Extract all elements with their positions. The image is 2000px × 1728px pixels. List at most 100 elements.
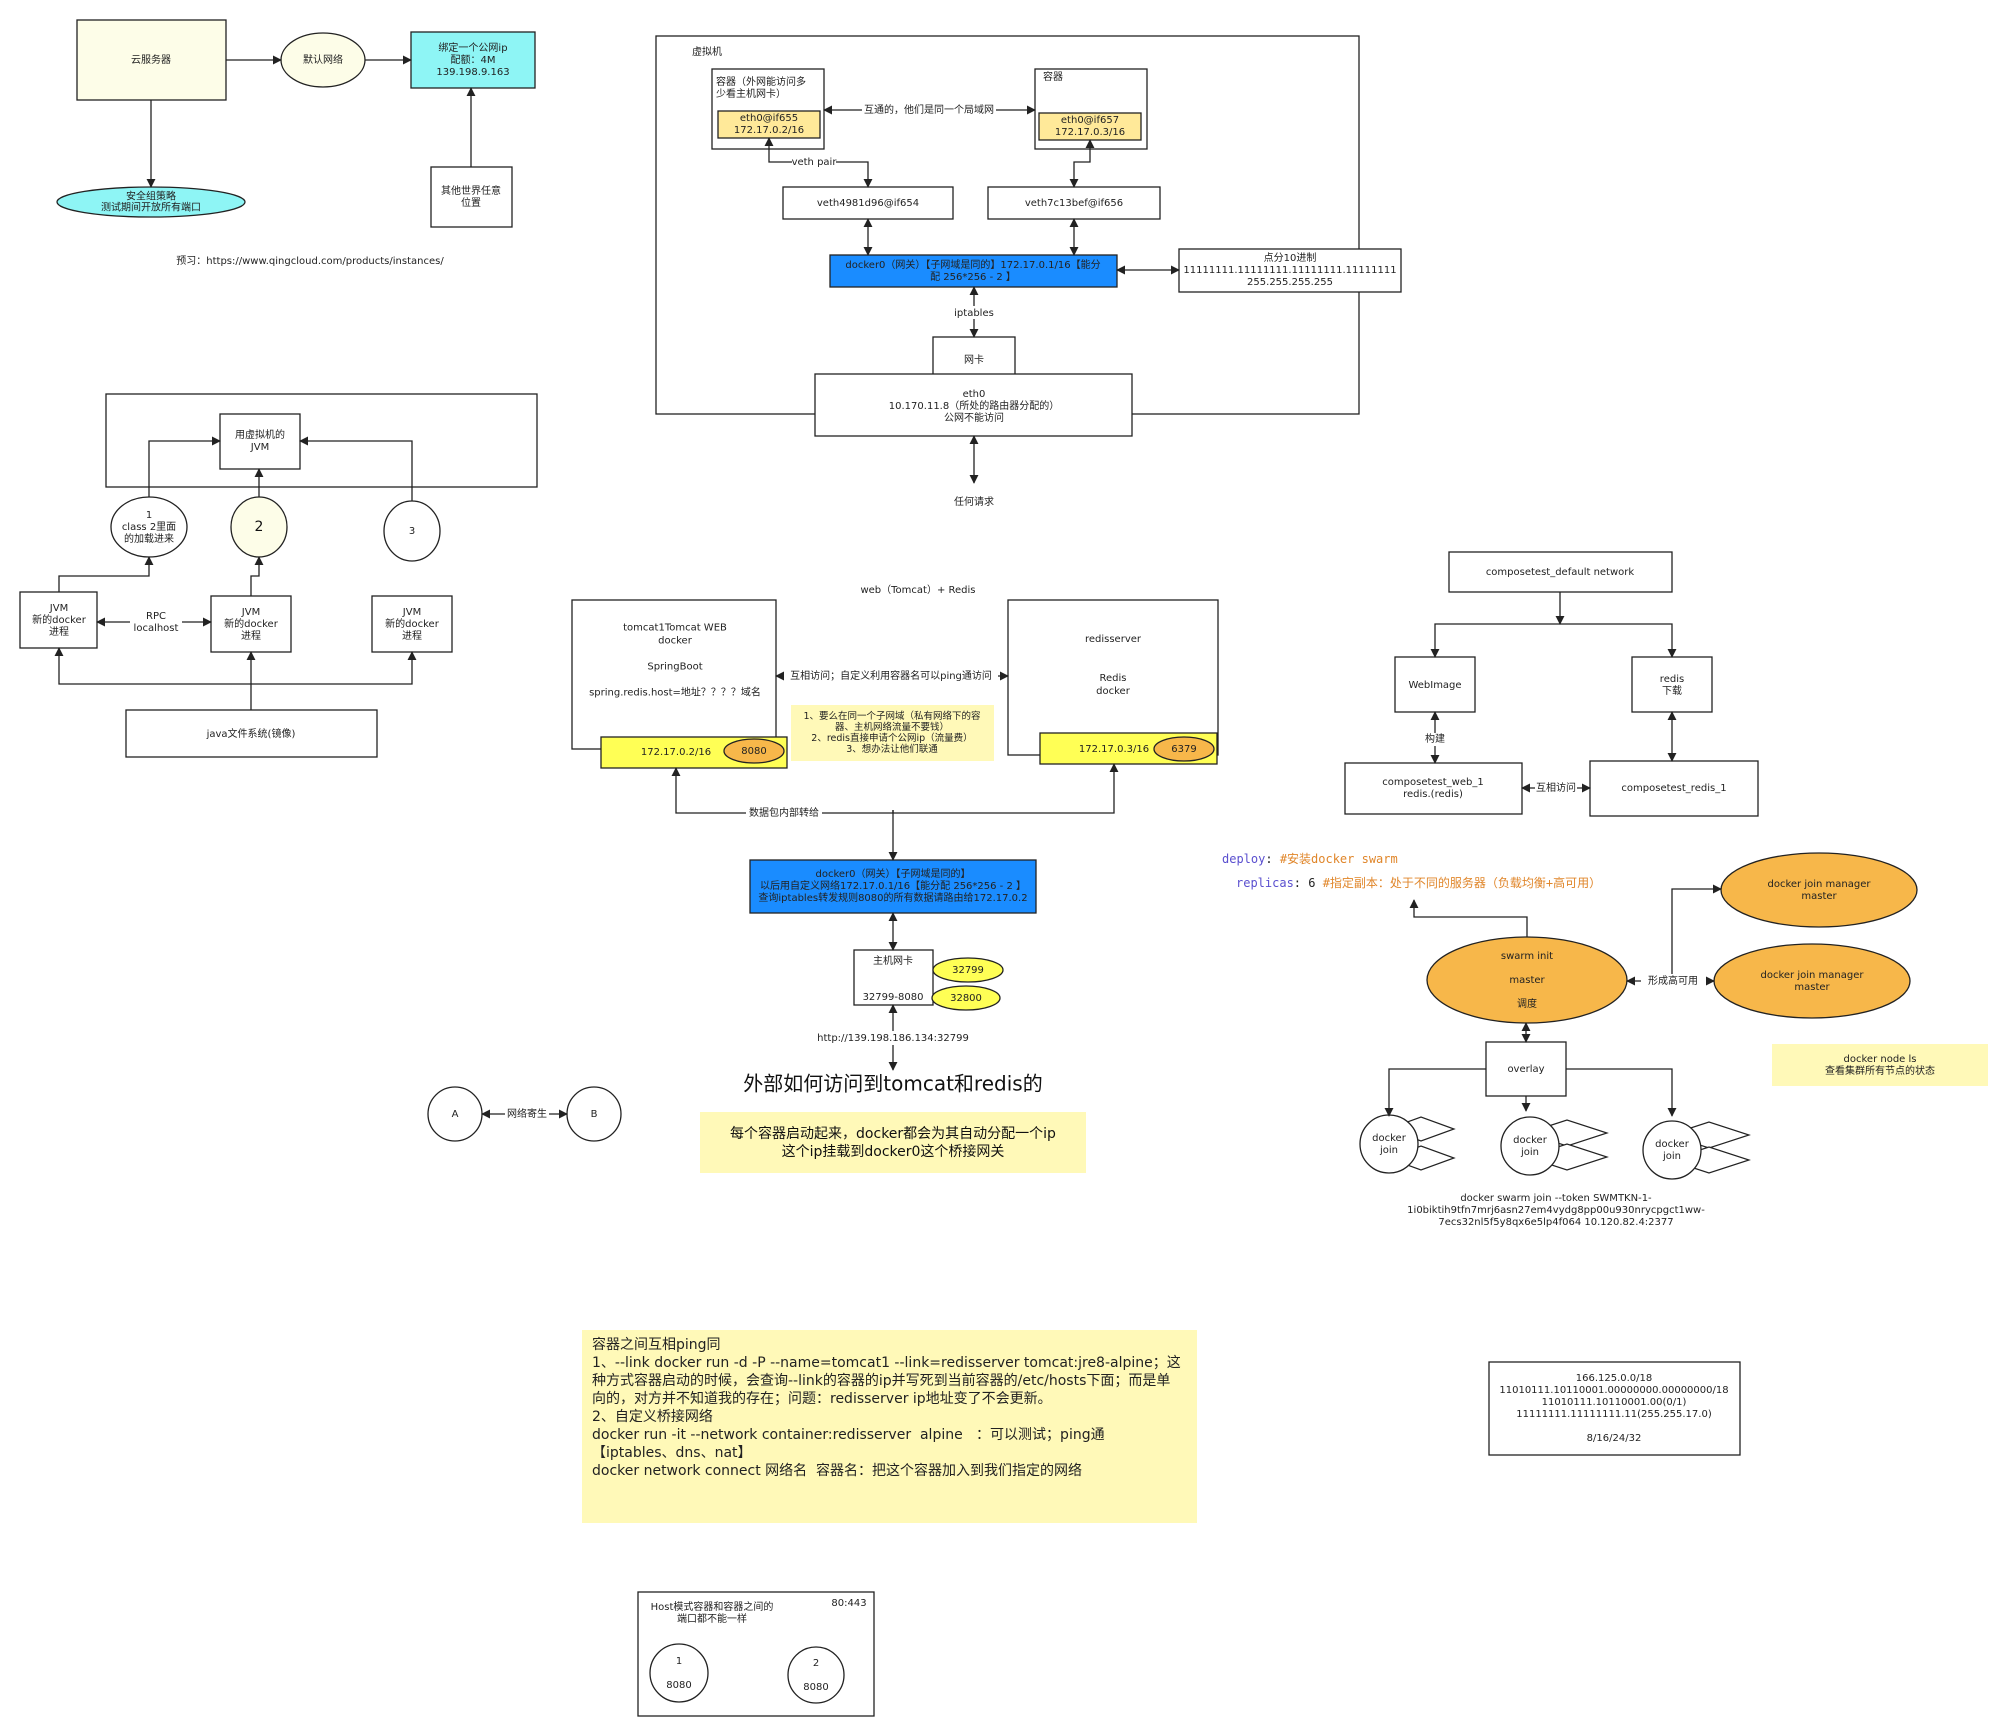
- jvm-left-label-line-0: JVM: [49, 603, 68, 614]
- manager1-label-line-1: master: [1801, 891, 1837, 902]
- port-right-label: 6379: [1171, 744, 1196, 755]
- port-left-label-line-0: 8080: [741, 746, 766, 757]
- eth-left-box: [717, 110, 821, 139]
- subnet-label-line-3: 11111111.11111111.11(255.255.17.0): [1516, 1409, 1712, 1420]
- join3-label-line-1: join: [1662, 1151, 1681, 1162]
- web1-label-line-0: composetest_web_1: [1382, 777, 1483, 788]
- tip-note-label-line-1: 器、主机网络流量不要钱）: [835, 721, 949, 733]
- jvm-right-label-line-1: 新的docker: [385, 617, 440, 630]
- ip-right-label-line-0: 172.17.0.3/16: [1079, 744, 1149, 755]
- question-label-line-0: 外部如何访问到tomcat和redis的: [743, 1072, 1042, 1096]
- subnet-label-line-5: 8/16/24/32: [1587, 1433, 1642, 1444]
- decimal-box: [1178, 248, 1402, 293]
- ping-note-line-5: 2、自定义桥接网络: [592, 1409, 713, 1425]
- docker0-web-label-line-2: 查询iptables转发规则8080的所有数据请路由给172.17.0.2: [758, 891, 1027, 904]
- host-nic-box: [853, 949, 934, 1006]
- host-mode-port: 80:443: [831, 1598, 866, 1609]
- veth-right-box: [987, 186, 1161, 220]
- join1-circle: [1359, 1114, 1419, 1174]
- mutual-web-bg: [784, 669, 998, 683]
- tomcat-label-line-0: tomcat1Tomcat WEB: [623, 623, 727, 634]
- overlay-box: [1485, 1041, 1567, 1097]
- java-fs-label-line-0: java文件系统(镜像): [206, 727, 296, 740]
- default-network-label: 默认网络: [303, 53, 343, 66]
- ab-label: 网络寄生: [507, 1107, 547, 1120]
- tomcat-label-line-1: docker: [658, 636, 693, 647]
- redis-label-line-0: redisserver: [1085, 634, 1142, 645]
- swarm-code-line-2: replicas: 6 #指定副本：处于不同的服务器（负载均衡+高可用）: [1236, 875, 1601, 890]
- ab-label-line-0: 网络寄生: [507, 1107, 547, 1120]
- manager2-ellipse: [1713, 943, 1911, 1019]
- join1-label-line-0: docker: [1372, 1133, 1407, 1144]
- swarm-token-label-line-0: docker swarm join --token SWMTKN-1-: [1460, 1193, 1652, 1204]
- veth-pair-label: veth pair: [792, 157, 838, 168]
- build-label-line-0: 构建: [1425, 732, 1445, 745]
- docker0-vm-box: [829, 254, 1118, 288]
- rpc-label-line-0: RPC: [146, 611, 166, 622]
- join2-label-line-1: join: [1520, 1147, 1539, 1158]
- subnet-label-line-1: 11010111.10110001.00000000.00000000/18: [1499, 1385, 1728, 1396]
- swarm-code-comment-1: #安装docker swarm: [1280, 851, 1398, 866]
- redis-box: [1007, 599, 1219, 756]
- iptables-label: iptables: [954, 308, 994, 319]
- ping-note-line-1: 1、--link docker run -d -P --name=tomcat1…: [592, 1355, 1181, 1371]
- docker0-web-label-line-1: 以后用自定义网络172.17.0.1/16【能分配 256*256 - 2 】: [760, 879, 1026, 892]
- web-title: web（Tomcat）+ Redis: [860, 584, 975, 596]
- eth-left-label-line-1: 172.17.0.2/16: [734, 125, 804, 136]
- docker0-web-box: [749, 859, 1037, 914]
- tip-note: [791, 705, 994, 761]
- tip-note-label: 1、要么在同一个子网域（私有网络下的容器、主机网络流量不要钱）2、redis直接…: [803, 710, 981, 755]
- container-right-label: 容器: [1043, 70, 1063, 83]
- subnet-label-line-0: 166.125.0.0/18: [1576, 1373, 1653, 1384]
- port-right-ellipse: [1153, 736, 1215, 762]
- ping-note-line-8: docker network connect 网络名 容器名：把这个容器加入到我…: [592, 1463, 1083, 1479]
- jvm-circle-3-label-line-0: 3: [409, 526, 415, 537]
- redis1-box: [1589, 760, 1759, 817]
- mutual-compose-bg: [1535, 781, 1577, 795]
- mutual-compose-label: 互相访问: [1536, 781, 1576, 794]
- eth-right-label-line-0: eth0@if657: [1061, 115, 1119, 126]
- question-label: 外部如何访问到tomcat和redis的: [743, 1072, 1042, 1096]
- iptables-bg: [950, 306, 998, 319]
- port-a-label-line-0: 32799: [952, 965, 984, 976]
- host-c1-label-line-1: 8080: [666, 1680, 691, 1691]
- host-mode-title-line-0: Host模式容器和容器之间的: [651, 1600, 774, 1613]
- join2-circle: [1500, 1116, 1560, 1176]
- jvm-circle-1-label-line-2: 的加载进来: [124, 532, 174, 545]
- swarm-code-colon-2: :: [1294, 876, 1308, 890]
- default-network-label-line-0: 默认网络: [303, 53, 343, 66]
- jvm-target-label-line-1: JVM: [250, 442, 269, 453]
- veth-right-label: veth7c13bef@if656: [1025, 198, 1123, 209]
- swarm-init-label-line-2: master: [1509, 975, 1545, 986]
- jvm-circle-1-label-line-1: class 2里面: [122, 521, 176, 533]
- edge-mid-circle2: [250, 556, 264, 596]
- subnet-box: [1488, 1361, 1741, 1456]
- jvm-circle-3-label: 3: [409, 526, 415, 537]
- edge-fs-up: [54, 647, 252, 710]
- cloud-server-label: 云服务器: [131, 53, 171, 66]
- any-request-label-line-0: 任何请求: [954, 495, 994, 508]
- jvm-mid-label-line-1: 新的docker: [224, 617, 279, 630]
- ping-note-line-0: 容器之间互相ping同: [592, 1337, 721, 1353]
- public-ip-label-line-0: 绑定一个公网ip: [438, 41, 507, 54]
- web-title-line-0: web（Tomcat）+ Redis: [860, 584, 975, 596]
- ab-bg: [505, 1107, 549, 1121]
- decimal-label-line-2: 255.255.255.255: [1247, 277, 1333, 288]
- url-label-line-0: http://139.198.186.134:32799: [817, 1033, 969, 1044]
- compose-network-label-line-0: composetest_default network: [1486, 567, 1635, 578]
- tomcat-label-line-3: SpringBoot: [647, 662, 702, 673]
- decimal-label-line-0: 点分10进制: [1264, 251, 1317, 264]
- edge-veth-right: [1069, 139, 1095, 188]
- mutual-web-label-line-0: 互相访问；自定义利用容器名可以ping通访问: [790, 669, 992, 682]
- tip-note-label-line-0: 1、要么在同一个子网域（私有网络下的容: [803, 710, 981, 722]
- host-c2-label-line-0: 2: [813, 1658, 819, 1669]
- swarm-code-comment-2: #指定副本：处于不同的服务器（负载均衡+高可用）: [1323, 875, 1601, 890]
- eth-right-box: [1038, 112, 1142, 141]
